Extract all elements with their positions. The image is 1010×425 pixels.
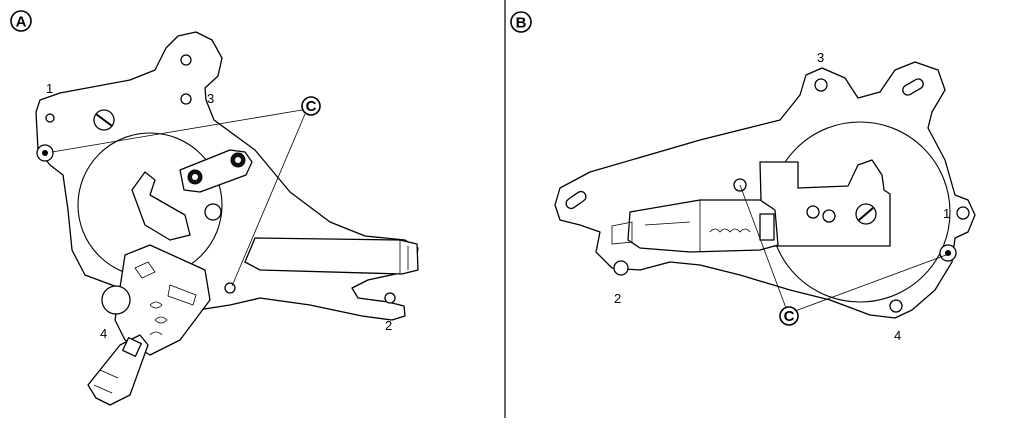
panel-a-link-plate: [179, 149, 253, 193]
panel-a-callout-4: 4: [100, 326, 107, 341]
panel-a-mount-hole-3: [180, 93, 192, 105]
panel-a-connector: [87, 334, 149, 406]
panel-a-adjust-screw: [93, 109, 115, 131]
panel-a-callout-2: 2: [385, 318, 392, 333]
panel-a-position-sensor: [101, 244, 211, 356]
panel-b-badge: B: [510, 11, 532, 33]
panel-a-slot-hole: [180, 54, 192, 66]
panel-b-badge-label: B: [516, 15, 527, 32]
panel-b-mechanism-block: [759, 159, 891, 247]
panel-a-callout-1: 1: [46, 81, 53, 96]
panel-a-mount-hole-2: [384, 292, 396, 304]
panel-b-mount-hole-c: [939, 244, 957, 262]
panel-b-callout-2: 2: [614, 291, 621, 306]
panel-a-pivot: [204, 203, 222, 221]
panel-b-slot-left: [565, 190, 587, 210]
panel-b: B: [510, 11, 976, 343]
panel-b-callout-4: 4: [894, 328, 901, 343]
panel-a-badge-label: A: [16, 14, 27, 31]
panel-b-mount-hole-3: [814, 78, 828, 92]
panel-a-sensor-arm: [244, 237, 419, 275]
panel-b-mount-hole-2: [613, 260, 629, 276]
panel-a-lever: [131, 171, 191, 241]
panel-b-callout-c-label: C: [784, 308, 795, 325]
panel-a-callout-c-label: C: [306, 98, 317, 115]
panel-b-position-sensor: [611, 199, 779, 253]
panel-a-mount-hole-c: [224, 282, 236, 294]
panel-a-callout-3: 3: [207, 91, 214, 106]
panel-a-mount-hole-1: [36, 144, 54, 162]
panel-b-mount-hole-4: [889, 299, 903, 313]
panel-b-callout-1: 1: [943, 206, 950, 221]
panel-b-mount-hole-1: [956, 206, 970, 220]
panel-b-slot-upper: [902, 78, 924, 96]
panel-a-small-hole-1: [45, 113, 55, 123]
panel-b-callout-3: 3: [817, 50, 824, 65]
panel-a-badge: A: [10, 10, 32, 32]
panel-a-callout-c: C: [51, 96, 321, 287]
panel-b-callout-c: C: [739, 184, 947, 326]
panel-a: A: [10, 10, 419, 406]
panel-b-adjust-screw: [855, 203, 877, 225]
